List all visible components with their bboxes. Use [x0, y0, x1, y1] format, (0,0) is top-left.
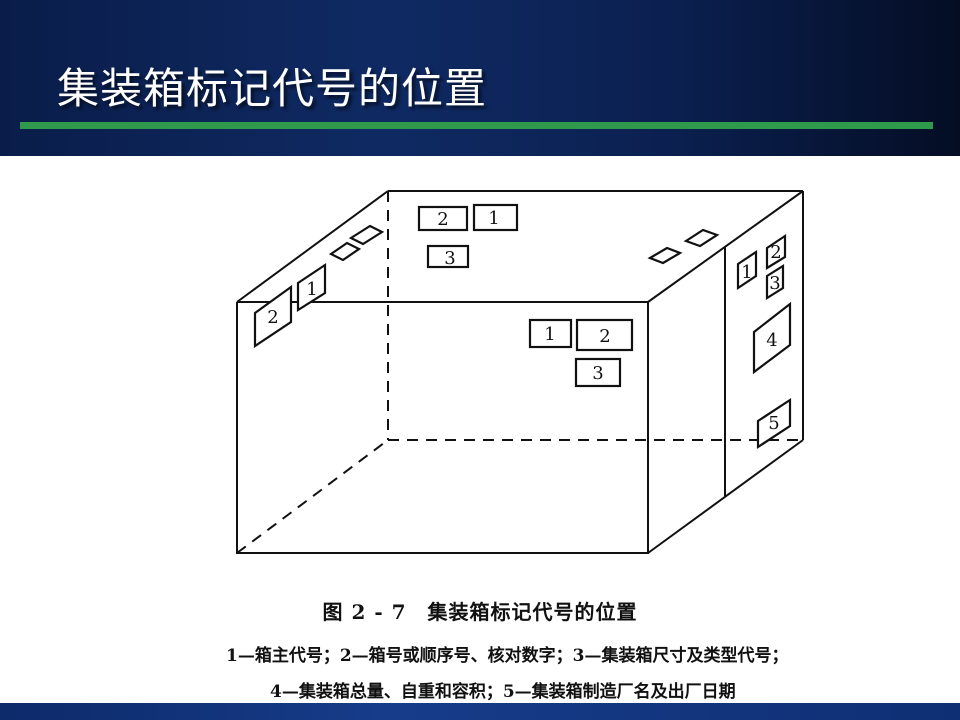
svg-text:3: 3 — [444, 248, 455, 269]
title-divider — [20, 122, 933, 129]
slide-title: 集装箱标记代号的位置 — [57, 64, 488, 113]
roof-marker-1: 1 — [472, 203, 519, 232]
left-wall-marker-2: 2 — [253, 284, 293, 349]
svg-text:5: 5 — [768, 413, 779, 434]
footer-band — [0, 703, 960, 720]
door-marker-2: 2 — [765, 233, 787, 270]
side-marker-1: 1 — [528, 318, 573, 349]
door-marker-4: 4 — [752, 301, 792, 375]
door-marker-3: 3 — [765, 264, 785, 300]
svg-text:3: 3 — [769, 273, 780, 294]
figure-legend-line-2: 4—集装箱总量、自重和容积；5—集装箱制造厂名及出厂日期 — [270, 682, 736, 702]
svg-text:1: 1 — [488, 208, 499, 229]
container-outline — [236, 190, 804, 554]
svg-text:4: 4 — [766, 330, 777, 351]
side-marker-2: 2 — [575, 318, 634, 352]
svg-text:2: 2 — [437, 209, 448, 230]
svg-text:3: 3 — [592, 363, 603, 384]
door-marker-1: 1 — [736, 249, 758, 291]
side-marker-3: 3 — [574, 357, 622, 388]
figure-caption-title: 图 2 - 7 集装箱标记代号的位置 — [322, 600, 638, 624]
roof-corner-casting-right — [647, 228, 720, 265]
svg-text:1: 1 — [741, 262, 752, 283]
left-wall-marker-1: 1 — [296, 262, 327, 312]
header-band: 集装箱标记代号的位置 — [0, 0, 960, 156]
roof-corner-casting-left — [328, 224, 385, 262]
hidden-edges — [236, 191, 803, 554]
roof-marker-3: 3 — [426, 244, 470, 269]
svg-text:2: 2 — [599, 326, 610, 347]
figure-legend-line-1: 1—箱主代号；2—箱号或顺序号、核对数字；3—集装箱尺寸及类型代号； — [226, 646, 789, 666]
svg-text:2: 2 — [770, 242, 781, 263]
roof-marker-2: 2 — [417, 205, 469, 232]
svg-text:2: 2 — [267, 307, 278, 328]
svg-text:1: 1 — [306, 279, 317, 300]
door-marker-5: 5 — [756, 397, 792, 450]
svg-text:1: 1 — [544, 324, 555, 345]
